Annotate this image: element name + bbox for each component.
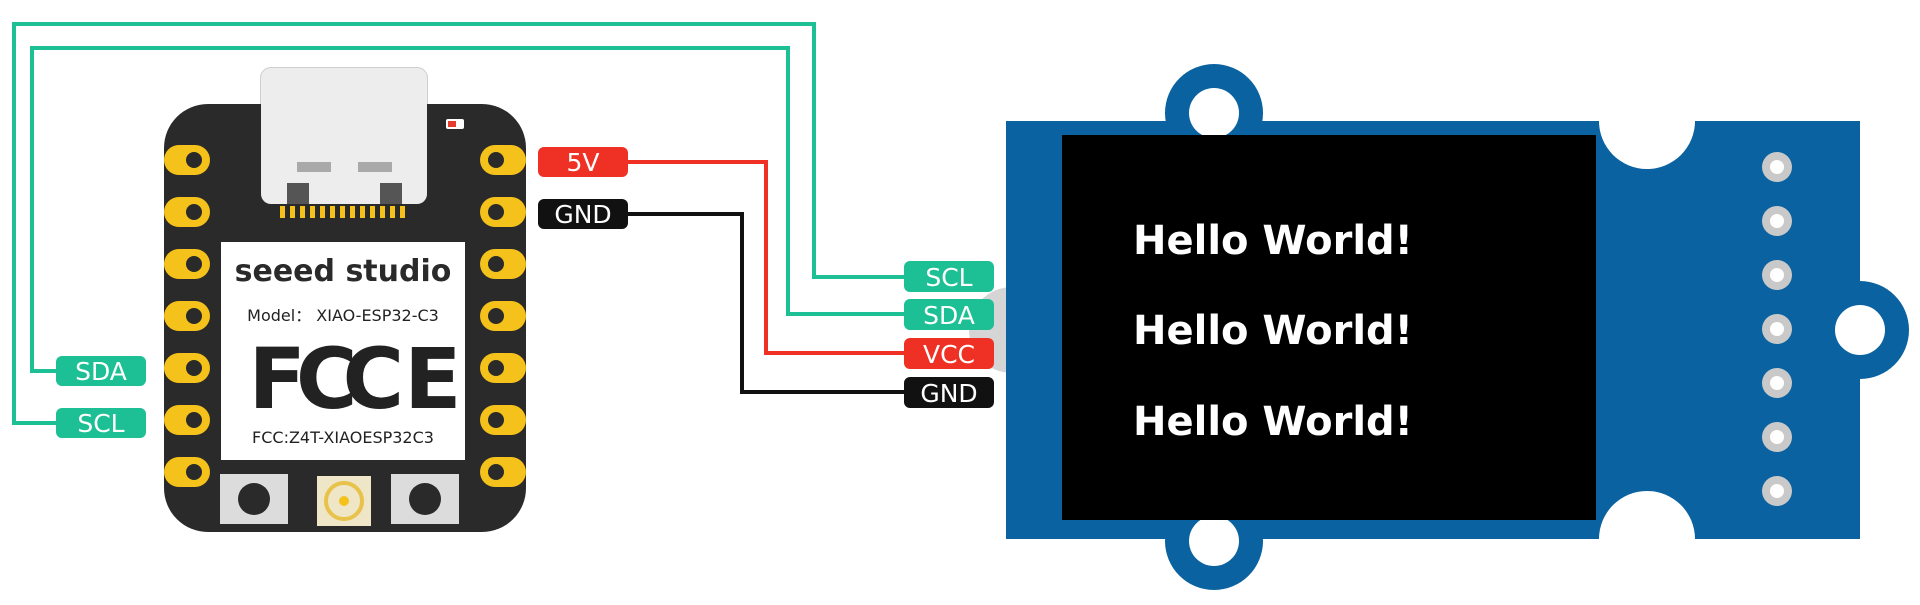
label-5v-tag (538, 147, 628, 177)
notch-bottom (1599, 491, 1695, 587)
module-vcc-tag (904, 338, 994, 369)
wires (12, 22, 904, 425)
vcc-wire (628, 160, 904, 355)
xiao-esp32c3-board: seeed studio Model： XIAO-ESP32-C3 FC CE … (164, 67, 526, 532)
sda-wire (30, 46, 904, 373)
mount-hole-top (1189, 88, 1239, 138)
label-scl-tag (56, 408, 146, 438)
module-vcc-label: VCC (923, 340, 975, 369)
display-line-2: Hello World! (1133, 308, 1413, 354)
brand-logo: seeed studio (235, 254, 452, 289)
status-led-core (448, 121, 456, 127)
label-5v: 5V (566, 148, 599, 177)
model-text: Model： XIAO-ESP32-C3 (247, 306, 439, 325)
usb-c-front (261, 68, 427, 204)
right-pad-column (480, 145, 526, 487)
scl-wire (12, 22, 904, 425)
label-scl: SCL (77, 409, 124, 438)
oled-module: Hello World! Hello World! Hello World! (969, 64, 1909, 590)
module-scl-label: SCL (925, 263, 972, 292)
label-gnd-tag (538, 199, 628, 229)
antenna-center (339, 496, 349, 506)
module-gnd-tag (904, 377, 994, 408)
antenna-ring (324, 481, 364, 521)
boot-button-cap (238, 483, 270, 515)
module-scl-tag (904, 261, 994, 292)
fcc-id-text: FCC:Z4T-XIAOESP32C3 (252, 428, 434, 447)
usb-c-tab-left (287, 183, 309, 204)
display-line-1: Hello World! (1133, 218, 1413, 264)
fcc-logo: FC (248, 330, 352, 428)
board-pin-labels: 5V GND SDA SCL (56, 147, 628, 438)
reset-button-cap (409, 483, 441, 515)
board-label-panel (221, 242, 465, 460)
module-pin-labels: SCL SDA VCC GND (904, 261, 994, 408)
oled-screen (1062, 135, 1596, 520)
ce-logo: CE (342, 330, 461, 428)
usb-c-slot-right (358, 162, 392, 172)
usb-c-pins (280, 206, 405, 218)
mount-hole-right (1835, 305, 1885, 355)
header-pins (1762, 152, 1792, 506)
usb-c-tab-right (380, 183, 402, 204)
mount-hole-bottom (1189, 516, 1239, 566)
notch-top (1599, 73, 1695, 169)
label-gnd: GND (554, 200, 611, 229)
usb-c-slot-left (297, 162, 331, 172)
gnd-wire (628, 212, 904, 394)
module-gnd-label: GND (920, 379, 977, 408)
label-sda: SDA (75, 357, 127, 386)
module-sda-label: SDA (923, 301, 975, 330)
label-sda-tag (56, 356, 146, 386)
display-line-3: Hello World! (1133, 399, 1413, 445)
module-sda-tag (904, 299, 994, 330)
left-pad-column (164, 145, 210, 487)
